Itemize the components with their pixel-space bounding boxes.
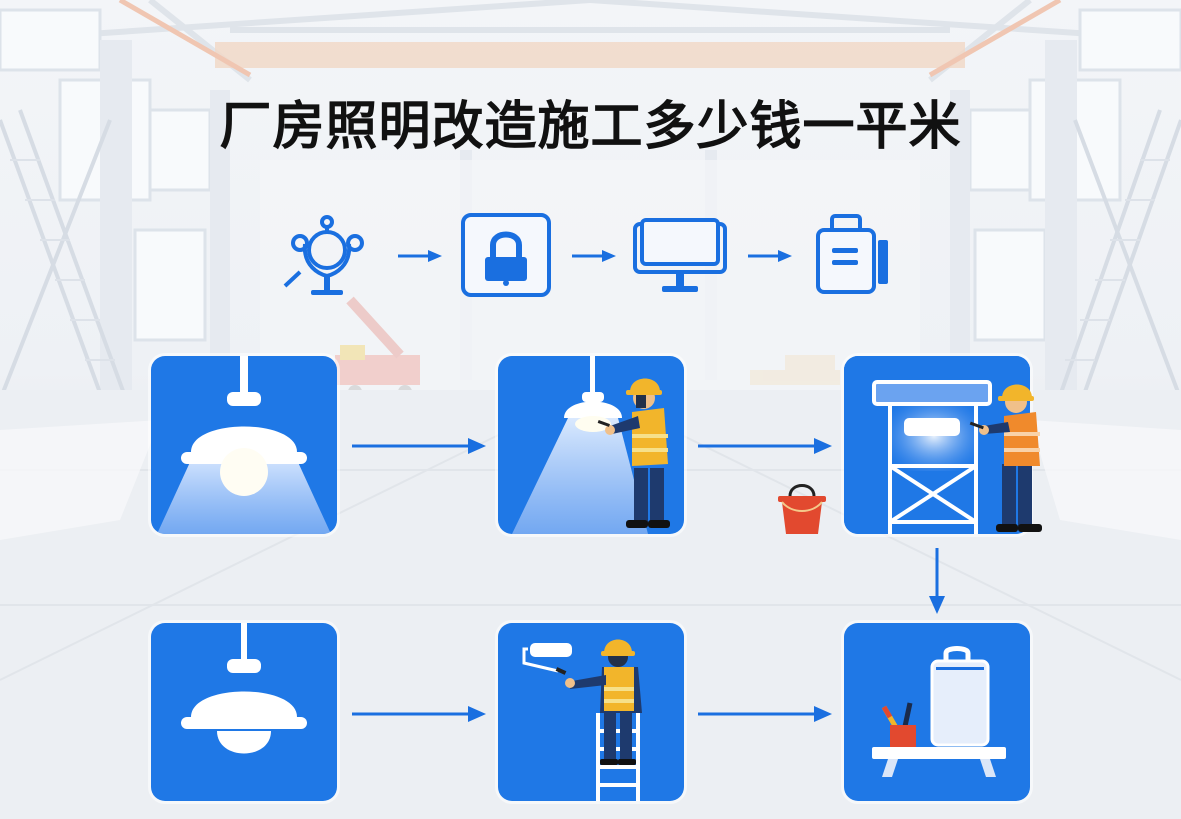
arrow-right-icon <box>698 437 832 455</box>
shelf-with-tools-illustration <box>872 646 1006 777</box>
monitor-icon <box>632 218 728 300</box>
worker-scaffold-illustration <box>872 380 1042 534</box>
network-globe-icon <box>283 214 375 302</box>
arrow-right-icon <box>698 705 832 723</box>
arrow-right-icon <box>572 248 616 264</box>
clipboard-icon <box>814 214 894 300</box>
worker-inspecting-lamp-illustration <box>512 356 670 534</box>
step-card-worker-scaffold <box>844 356 1042 534</box>
arrow-right-icon <box>398 248 442 264</box>
step-card-pendant-lamp <box>151 623 337 801</box>
step-card-worker-painting <box>498 623 684 801</box>
page-title: 厂房照明改造施工多少钱一平米 <box>219 97 962 157</box>
arrow-down-icon <box>928 548 946 614</box>
step-card-pendant-lamp-lit <box>151 356 337 534</box>
lock-box-icon <box>461 213 551 301</box>
paint-bucket-icon <box>776 480 828 540</box>
worker-figure <box>969 384 1042 532</box>
worker-figure <box>597 378 670 528</box>
arrow-right-icon <box>352 437 486 455</box>
step-card-worker-inspecting-lamp <box>498 356 684 534</box>
arrow-right-icon <box>748 248 792 264</box>
step-card-shelf-with-tools <box>844 623 1030 801</box>
worker-painting-ladder-illustration <box>522 639 642 801</box>
pendant-lamp-lit-icon <box>157 356 331 534</box>
worker-figure <box>565 639 642 765</box>
arrow-right-icon <box>352 705 486 723</box>
pendant-lamp-icon <box>181 623 307 754</box>
